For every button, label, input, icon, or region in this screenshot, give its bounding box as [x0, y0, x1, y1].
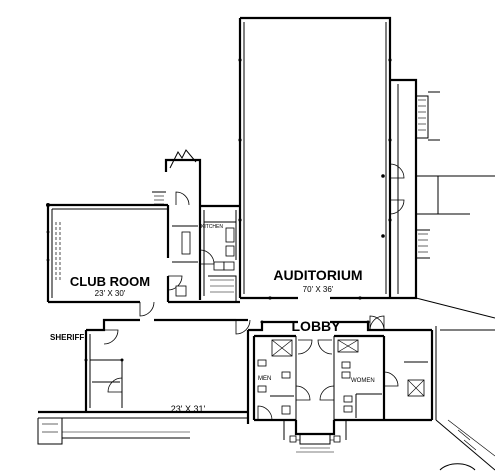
- service-area: [139, 275, 240, 317]
- north-entry: [152, 149, 202, 206]
- auditorium-size: 70' X 36': [303, 285, 334, 294]
- men-label: MEN: [258, 376, 271, 382]
- lobby-center: [295, 339, 335, 401]
- south-west-entry: [37, 418, 190, 445]
- auditorium-walls: [238, 16, 392, 300]
- club-room-label: CLUB ROOM: [70, 274, 150, 289]
- lobby-label: LOBBY: [292, 318, 342, 334]
- kitchen-label: KITCHEN: [201, 224, 223, 230]
- south-wing-walls: [38, 318, 250, 424]
- kitchen-walls: [172, 204, 240, 300]
- office-size: 23' X 31': [171, 404, 206, 414]
- lobby-walls: [235, 315, 437, 422]
- south-entry-porch: [283, 420, 347, 453]
- exterior-lines: [435, 329, 495, 471]
- womens-restroom: [333, 334, 428, 422]
- club-room-walls: [46, 203, 170, 304]
- sheriff-label: SHERIFF: [50, 333, 84, 342]
- auditorium-east-doors: [389, 163, 405, 215]
- east-annex: [390, 78, 495, 319]
- women-label: WOMEN: [351, 378, 375, 384]
- labels: CLUB ROOM 23' X 30' AUDITORIUM 70' X 36'…: [50, 224, 375, 414]
- auditorium-label: AUDITORIUM: [273, 267, 362, 283]
- mens-restroom: [252, 334, 297, 422]
- club-room-size: 23' X 30': [95, 289, 126, 298]
